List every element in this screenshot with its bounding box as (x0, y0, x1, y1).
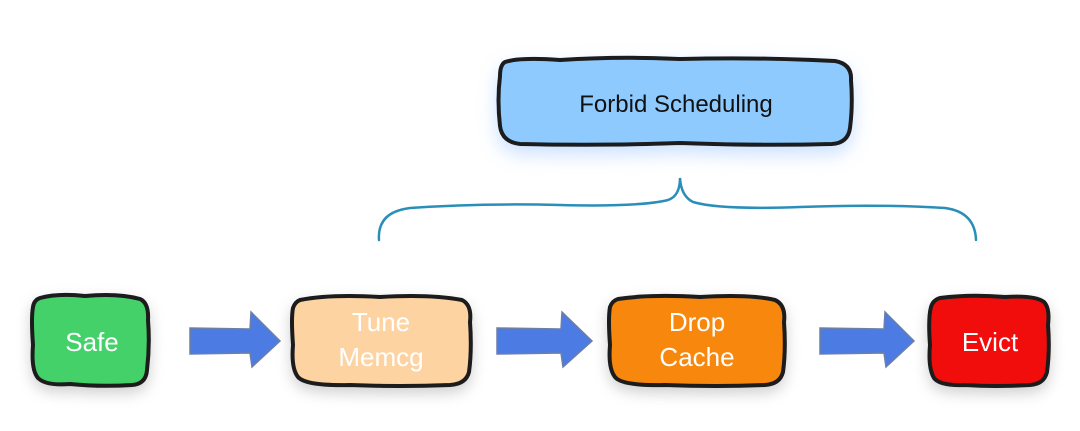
tune-memcg-box (290, 294, 473, 388)
forbid-scheduling-label: Forbid Scheduling (579, 91, 772, 118)
drop-cache-node (607, 293, 787, 388)
evict-node (927, 293, 1051, 388)
arrow-drop-to-evict (819, 310, 916, 369)
forbid-scheduling-box (496, 55, 854, 147)
safe-node (30, 292, 151, 388)
tune-memcg-label-line1: Tune (352, 307, 410, 337)
evict-box (927, 293, 1051, 388)
arrow-tune-to-drop (496, 310, 594, 369)
drop-cache-label-line2: Cache (659, 342, 734, 372)
forbid-scheduling-node (496, 55, 854, 147)
drop-cache-box (607, 293, 787, 388)
safe-box (30, 292, 151, 388)
evict-label: Evict (962, 327, 1019, 357)
arrow-safe-to-tune (189, 310, 282, 369)
drop-cache-label-line1: Drop (669, 307, 725, 337)
tune-memcg-label-line2: Memcg (338, 342, 423, 372)
safe-label: Safe (65, 327, 119, 357)
tune-memcg-node (290, 294, 473, 388)
group-brace (377, 177, 978, 242)
